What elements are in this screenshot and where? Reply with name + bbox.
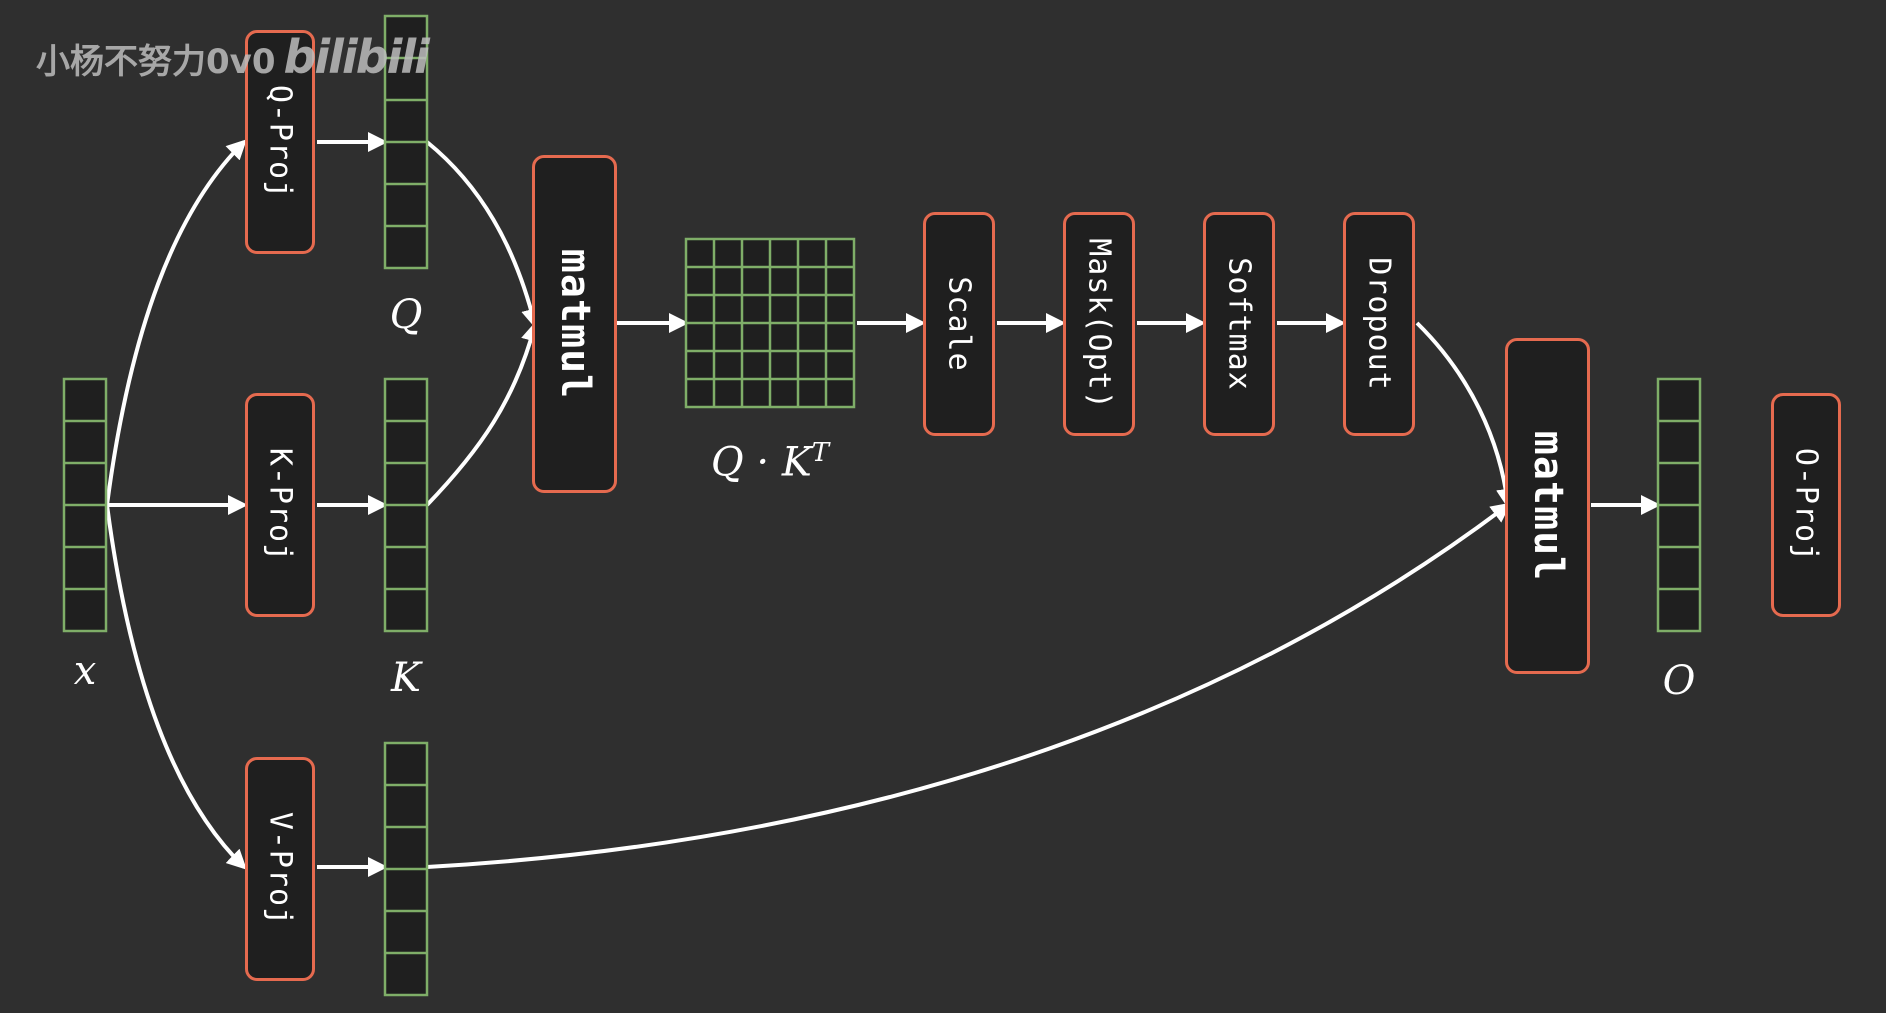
arrows [105, 132, 1661, 877]
q-label: Q [389, 292, 423, 338]
mask-label: Mask(Opt) [1081, 238, 1117, 410]
tensor-q [383, 14, 429, 270]
tensor-qk-matrix [684, 237, 856, 409]
arrow-x-to-q-proj [105, 139, 247, 506]
k-proj-block: K-Proj [245, 393, 315, 617]
qk-label-base: Q · K [710, 439, 812, 486]
k-proj-label: K-Proj [262, 447, 298, 563]
arrow-dropout-to-matmul [1415, 321, 1516, 509]
v-proj-block: V-Proj [245, 757, 315, 981]
v-proj-label: V-Proj [262, 811, 298, 927]
tensors [62, 14, 1702, 997]
dropout-label: Dropout [1361, 257, 1397, 391]
mask-block: Mask(Opt) [1063, 212, 1135, 436]
arrow-k-to-matmul [425, 321, 541, 507]
matmul-v-block: matmul [1505, 338, 1590, 674]
matmul-v-label: matmul [1524, 430, 1571, 582]
o-label: O [1662, 658, 1696, 704]
q-proj-label: Q-Proj [262, 84, 298, 200]
q-proj-block: Q-Proj [245, 30, 315, 254]
qk-label: Q · KT [711, 438, 829, 485]
watermark-text: 小杨不努力0v0 [36, 42, 276, 82]
tensor-x [62, 377, 108, 633]
x-label: x [73, 648, 97, 694]
o-proj-label: O-Proj [1788, 447, 1824, 563]
qk-label-transpose: T [811, 438, 830, 468]
dropout-block: Dropout [1343, 212, 1415, 436]
matmul-qk-block: matmul [532, 155, 617, 493]
scale-label: Scale [941, 276, 977, 372]
k-label: K [391, 655, 421, 701]
matmul-qk-label: matmul [551, 248, 598, 400]
softmax-block: Softmax [1203, 212, 1275, 436]
tensor-k [383, 377, 429, 633]
arrow-q-to-matmul [425, 140, 541, 329]
arrow-v-to-matmul [426, 502, 1512, 869]
o-proj-block: O-Proj [1771, 393, 1841, 617]
arrow-x-to-v-proj [105, 504, 247, 870]
softmax-label: Softmax [1221, 257, 1257, 391]
tensor-v [383, 741, 429, 997]
tensor-o [1656, 377, 1702, 633]
bilibili-logo: bilibili [283, 30, 429, 84]
scale-block: Scale [923, 212, 995, 436]
